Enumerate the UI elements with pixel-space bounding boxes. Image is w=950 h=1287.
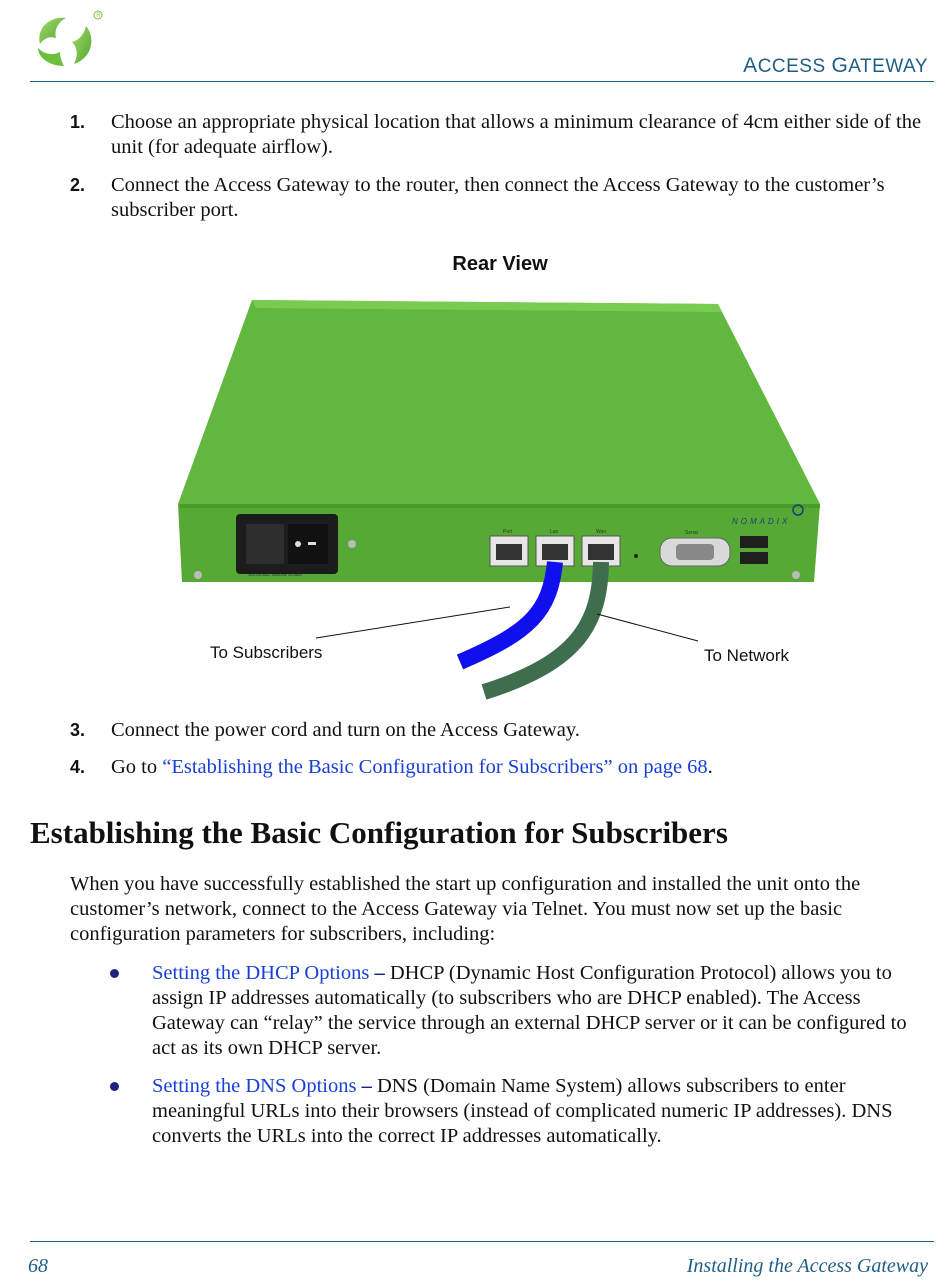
dns-options-link[interactable]: Setting the DNS Options (152, 1075, 357, 1097)
step-4: 4. Go to “Establishing the Basic Configu… (70, 756, 713, 778)
svg-text:Serial: Serial (685, 530, 698, 536)
svg-text:R: R (96, 13, 101, 19)
svg-text:100-240VAC 50/60Hz 1A MAX: 100-240VAC 50/60Hz 1A MAX (248, 572, 303, 577)
callout-to-network: To Network (704, 646, 790, 665)
step-1: 1. Choose an appropriate physical locati… (70, 111, 922, 158)
svg-text:Lan: Lan (550, 529, 559, 535)
ethernet-ports (489, 535, 621, 567)
rear-view-device-illustration: 100-240VAC 50/60Hz 1A MAX Port Lan Wan S… (178, 300, 820, 700)
step-3: 3. Connect the power cord and turn on th… (70, 719, 580, 741)
bullet-icon (110, 1082, 119, 1091)
step-2: 2. Connect the Access Gateway to the rou… (70, 174, 885, 221)
header-divider (30, 81, 934, 82)
svg-text:Port: Port (503, 529, 513, 535)
dhcp-options-link[interactable]: Setting the DHCP Options (152, 962, 370, 984)
section-heading: Establishing the Basic Configuration for… (30, 815, 728, 850)
bullet-dhcp: Setting the DHCP Options – DHCP (Dynamic… (110, 961, 935, 1061)
chapter-title: Installing the Access Gateway (686, 1255, 928, 1277)
bullet-icon (110, 969, 119, 978)
cross-reference-link[interactable]: “Establishing the Basic Configuration fo… (162, 756, 708, 778)
running-header: ACCESS GATEWAY (743, 54, 928, 77)
company-logo: R (38, 10, 103, 66)
section-intro: When you have successfully established t… (70, 873, 861, 945)
footer-divider (30, 1241, 934, 1242)
svg-text:Wan: Wan (596, 529, 606, 535)
svg-text:NOMADIX: NOMADIX (732, 517, 790, 526)
bullet-dns: Setting the DNS Options – DNS (Domain Na… (110, 1074, 935, 1149)
callout-to-subscribers: To Subscribers (210, 643, 323, 662)
page-number: 68 (28, 1255, 48, 1277)
figure-title: Rear View (452, 253, 548, 275)
